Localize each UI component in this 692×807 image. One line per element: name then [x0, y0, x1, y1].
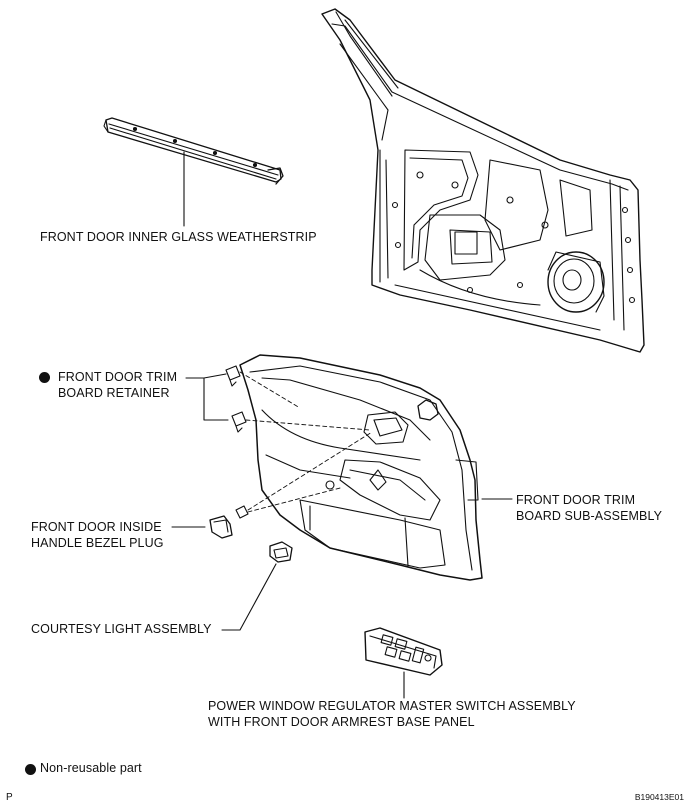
retainer-leader [185, 373, 229, 421]
door-inner-panel [321, 8, 645, 353]
legend-non-reusable-text: Non-reusable part [40, 761, 142, 775]
weatherstrip-part [103, 117, 284, 185]
courtesy-light-part [269, 541, 293, 563]
legend-dot-icon [25, 764, 36, 775]
trim-board-retainer-clips [225, 365, 249, 519]
handle-bezel-plug-part [209, 515, 233, 539]
trim-board-label-line1: FRONT DOOR TRIM [516, 493, 636, 507]
courtesy-light-label: COURTESY LIGHT ASSEMBLY [31, 622, 212, 636]
figure-code: B190413E01 [634, 792, 684, 802]
bezel-plug-label-line2: HANDLE BEZEL PLUG [31, 536, 164, 550]
master-switch-label-line1: POWER WINDOW REGULATOR MASTER SWITCH ASS… [208, 699, 576, 713]
retainer-label-line2: BOARD RETAINER [58, 386, 170, 400]
master-switch-part [364, 627, 443, 676]
weatherstrip-label: FRONT DOOR INNER GLASS WEATHERSTRIP [40, 230, 317, 244]
master-switch-label-line2: WITH FRONT DOOR ARMREST BASE PANEL [208, 715, 475, 729]
bezel-plug-label-line1: FRONT DOOR INSIDE [31, 520, 162, 534]
courtesy-light-leader [221, 563, 277, 631]
non-reusable-marker [39, 372, 50, 383]
trim-board-part [239, 354, 483, 581]
retainer-label-line1: FRONT DOOR TRIM [58, 370, 178, 384]
trim-board-label-line2: BOARD SUB-ASSEMBLY [516, 509, 663, 523]
footer-left-code: P [6, 792, 13, 803]
install-guide-lines [239, 371, 373, 513]
